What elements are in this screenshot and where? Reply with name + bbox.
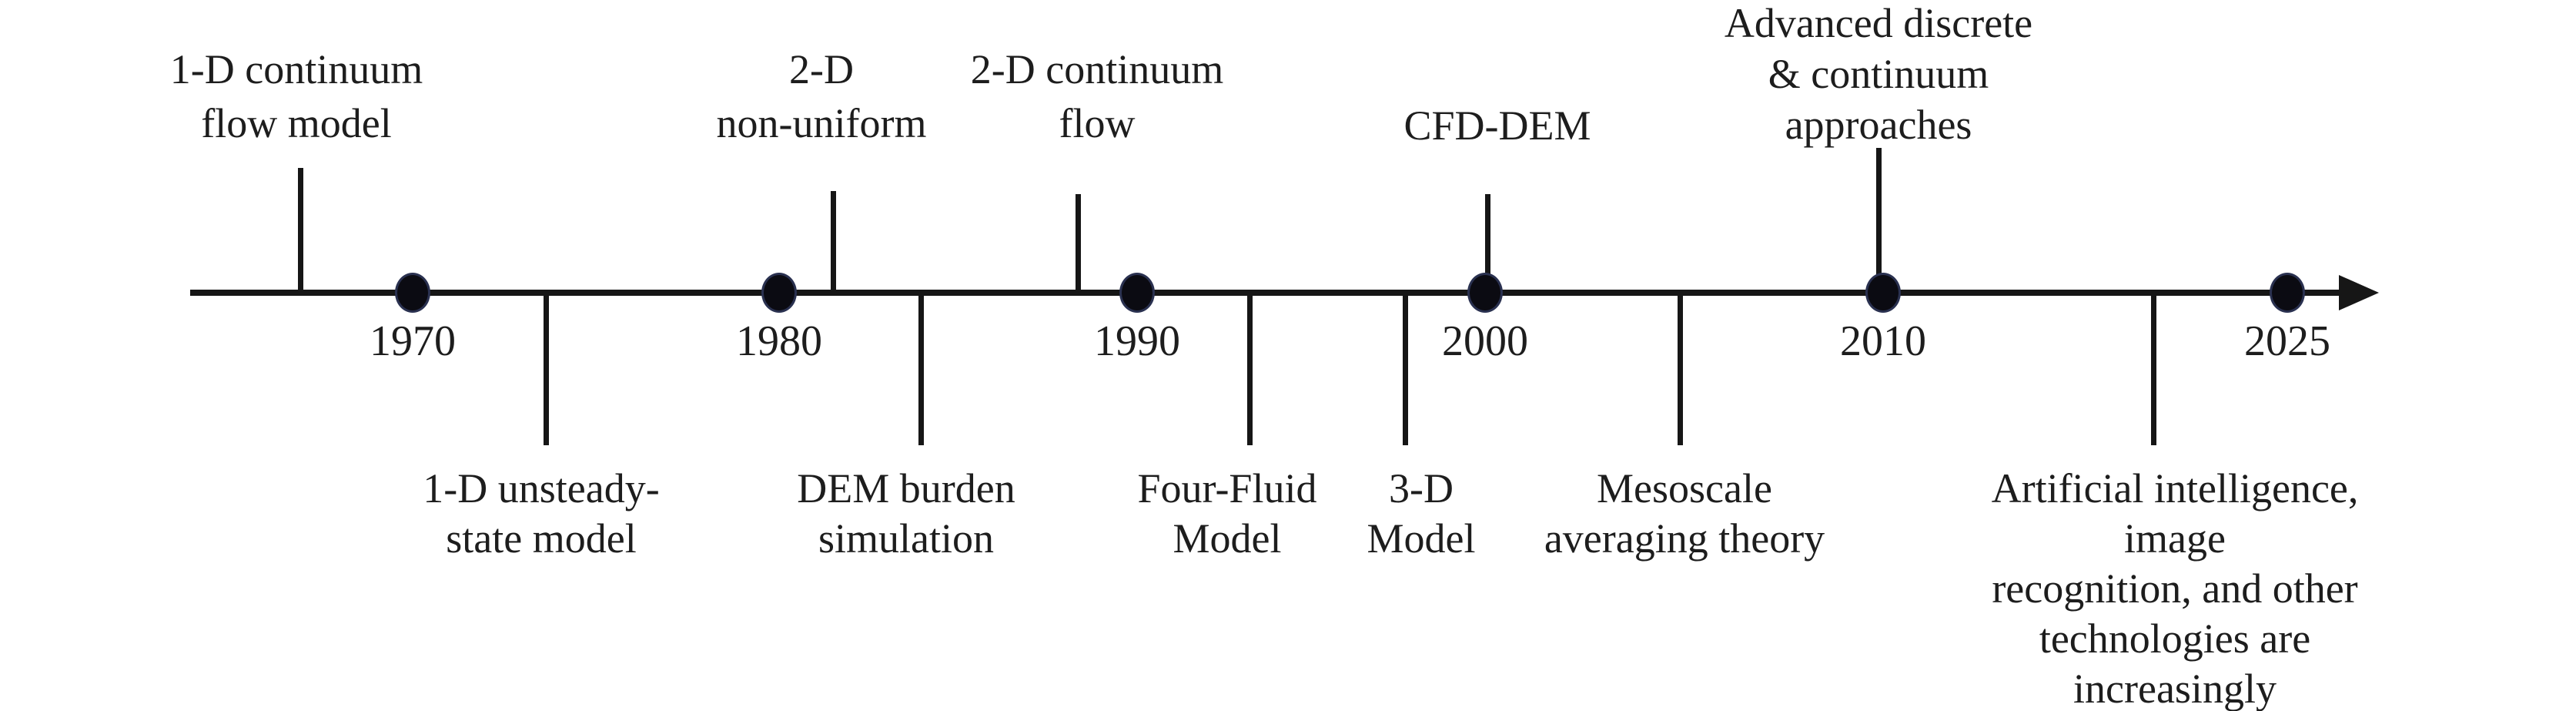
timeline-dot xyxy=(1119,273,1155,313)
event-label-above: 2-D non-uniform xyxy=(716,46,927,146)
event-label-above: CFD-DEM xyxy=(1403,102,1591,149)
timeline-dot xyxy=(761,273,797,313)
year-label: 2010 xyxy=(1840,317,1926,365)
timeline-dot xyxy=(2270,273,2305,313)
timeline-axis xyxy=(190,290,2343,296)
year-label: 1990 xyxy=(1094,317,1180,365)
event-label-above: Advanced discrete & continuum approaches xyxy=(1724,0,2033,148)
event-label-above: 2-D continuum flow xyxy=(970,46,1224,146)
event-label-below: Artificial intelligence, image recogniti… xyxy=(1991,465,2359,711)
event-tick-below xyxy=(1678,296,1683,445)
year-label: 1970 xyxy=(370,317,456,365)
arrow-head-icon xyxy=(2339,275,2379,310)
year-label: 2000 xyxy=(1442,317,1528,365)
event-tick-above xyxy=(1485,194,1490,283)
event-tick-below xyxy=(2151,296,2156,445)
timeline-dot xyxy=(395,273,430,313)
event-tick-below xyxy=(1247,296,1253,445)
event-tick-above xyxy=(1876,148,1882,280)
timeline-dot xyxy=(1865,273,1901,313)
event-label-below: DEM burden simulation xyxy=(797,465,1015,562)
event-tick-below xyxy=(918,296,924,445)
event-label-above: 1-D continuum flow model xyxy=(169,46,423,146)
event-label-below: Mesoscale averaging theory xyxy=(1544,465,1825,562)
event-label-below: 3-D Model xyxy=(1367,465,1476,562)
event-label-below: 1-D unsteady- state model xyxy=(423,465,660,562)
year-label: 2025 xyxy=(2244,317,2330,365)
timeline-dot xyxy=(1467,273,1503,313)
event-tick-above xyxy=(298,168,303,294)
event-tick-above xyxy=(1076,194,1081,294)
event-tick-below xyxy=(544,296,549,445)
event-tick-above xyxy=(831,191,836,294)
event-tick-below xyxy=(1403,296,1408,445)
year-label: 1980 xyxy=(736,317,822,365)
event-label-below: Four-Fluid Model xyxy=(1137,465,1317,562)
